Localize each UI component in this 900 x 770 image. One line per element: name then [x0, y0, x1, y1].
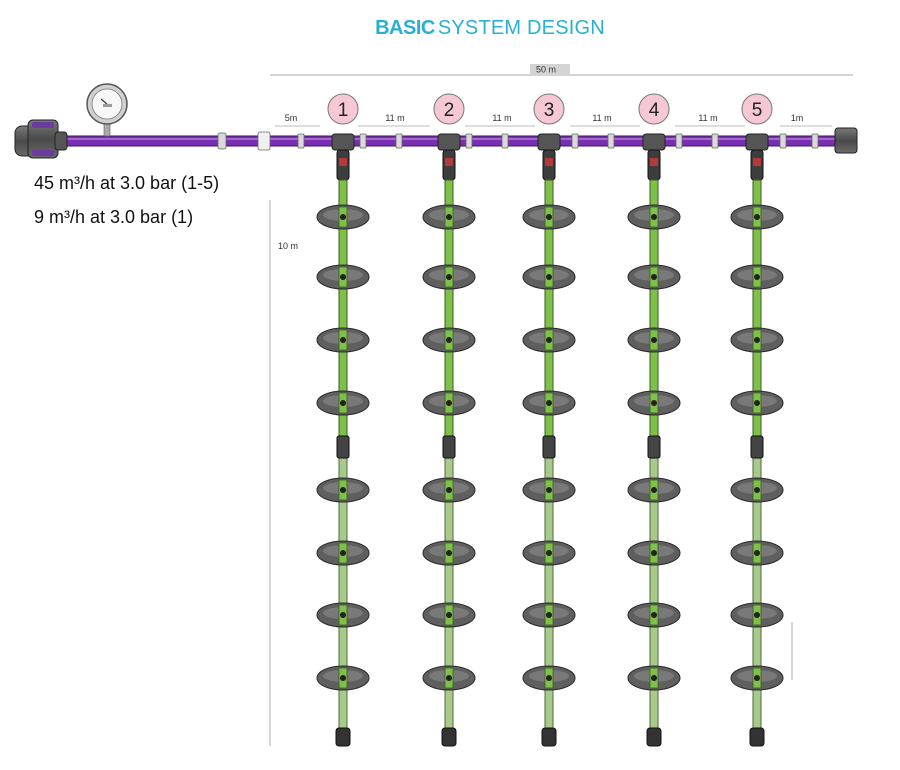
sprinkler-head-icon: [754, 274, 760, 280]
sprinkler-head-icon: [651, 487, 657, 493]
lateral-end-cap-icon: [541, 727, 557, 747]
sprinkler-head-icon: [446, 274, 452, 280]
sprinkler-head-icon: [651, 400, 657, 406]
total-dimension-label: 50 m: [536, 65, 556, 75]
sprinkler-head-icon: [651, 214, 657, 220]
valve-marker-icon: [339, 158, 347, 166]
vertical-dimension-label: 10 m: [278, 241, 298, 251]
sprinkler-head-icon: [546, 487, 552, 493]
coupling-icon: [336, 435, 350, 459]
zone-badge: 1: [327, 93, 359, 125]
vertical-dimension: 10 m: [269, 200, 793, 746]
zone-badge: 2: [433, 93, 465, 125]
segment-dimension-label: 5m: [285, 113, 298, 123]
zone-number: 3: [544, 100, 555, 121]
sprinkler-head-icon: [651, 274, 657, 280]
zone-badge: 4: [638, 93, 670, 125]
zone-number: 2: [444, 100, 455, 121]
sprinkler-head-icon: [546, 400, 552, 406]
lateral-line: [730, 133, 784, 747]
sprinkler-head-icon: [754, 337, 760, 343]
sprinkler-head-icon: [754, 400, 760, 406]
flow-rate-line-all-zones: 45 m³/h at 3.0 bar (1-5): [34, 173, 220, 193]
lateral-line: [627, 133, 681, 747]
sprinkler-head-icon: [340, 400, 346, 406]
tee-fitting-icon: [331, 133, 355, 151]
sprinkler-head-icon: [340, 675, 346, 681]
segment-dimensions: 5m 11 m 11 m 11 m 11 m 1m: [275, 113, 832, 127]
end-cap-icon: [834, 127, 858, 154]
pump-icon: [14, 119, 68, 159]
lateral-line: [316, 133, 370, 747]
sprinkler-head-icon: [340, 612, 346, 618]
segment-dimension-label: 11 m: [698, 113, 717, 123]
tee-fitting-icon: [745, 133, 769, 151]
zone-badge: 5: [741, 93, 773, 125]
title-part-system-design: SYSTEM DESIGN: [437, 17, 605, 39]
sprinkler-head-icon: [754, 675, 760, 681]
pressure-gauge-icon: [86, 83, 128, 137]
sprinkler-head-icon: [546, 274, 552, 280]
coupling-icon: [750, 435, 764, 459]
zone-badge: 3: [533, 93, 565, 125]
coupling-icon: [442, 435, 456, 459]
sprinkler-head-icon: [340, 550, 346, 556]
flow-rate-notes: 45 m³/h at 3.0 bar (1-5) 9 m³/h at 3.0 b…: [34, 166, 219, 234]
lateral-end-cap-icon: [335, 727, 351, 747]
sprinkler-head-icon: [340, 214, 346, 220]
lateral-end-cap-icon: [749, 727, 765, 747]
segment-dimension-label: 1m: [791, 113, 804, 123]
sprinkler-head-icon: [546, 337, 552, 343]
zone-number: 4: [649, 100, 660, 121]
zone-badges: 1 2 3 4 5: [327, 93, 773, 125]
segment-dimension-label: 11 m: [492, 113, 511, 123]
flow-rate-line-single-zone: 9 m³/h at 3.0 bar (1): [34, 207, 194, 227]
sprinkler-head-icon: [546, 675, 552, 681]
lateral-line: [522, 133, 576, 747]
tee-fitting-icon: [642, 133, 666, 151]
zone-number: 1: [338, 100, 349, 121]
valve-marker-icon: [650, 158, 658, 166]
coupling-icon: [542, 435, 556, 459]
sprinkler-head-icon: [340, 274, 346, 280]
sprinkler-head-icon: [754, 214, 760, 220]
segment-dimension-label: 11 m: [592, 113, 611, 123]
sprinkler-head-icon: [546, 214, 552, 220]
sprinkler-head-icon: [446, 675, 452, 681]
valve-marker-icon: [445, 158, 453, 166]
sprinkler-head-icon: [446, 214, 452, 220]
valve-marker-icon: [545, 158, 553, 166]
sprinkler-head-icon: [651, 550, 657, 556]
total-dimension: 50 m: [270, 64, 853, 76]
sprinkler-head-icon: [651, 612, 657, 618]
sprinkler-head-icon: [546, 612, 552, 618]
sprinkler-head-icon: [754, 612, 760, 618]
sprinkler-head-icon: [651, 337, 657, 343]
title-part-basic: BASIC: [375, 17, 435, 39]
sprinkler-head-icon: [754, 487, 760, 493]
sprinkler-head-icon: [651, 675, 657, 681]
sprinkler-head-icon: [446, 550, 452, 556]
sprinkler-head-icon: [446, 487, 452, 493]
lateral-lines: [316, 133, 784, 747]
segment-dimension-label: 11 m: [385, 113, 404, 123]
sprinkler-head-icon: [340, 337, 346, 343]
valve-marker-icon: [753, 158, 761, 166]
tee-fitting-icon: [537, 133, 561, 151]
sprinkler-head-icon: [340, 487, 346, 493]
sprinkler-head-icon: [446, 612, 452, 618]
sprinkler-head-icon: [446, 337, 452, 343]
tee-fitting-icon: [437, 133, 461, 151]
sprinkler-head-icon: [754, 550, 760, 556]
lateral-line: [422, 133, 476, 747]
coupling-icon: [647, 435, 661, 459]
sprinkler-head-icon: [446, 400, 452, 406]
lateral-end-cap-icon: [441, 727, 457, 747]
zone-number: 5: [752, 100, 763, 121]
sprinkler-head-icon: [546, 550, 552, 556]
lateral-end-cap-icon: [646, 727, 662, 747]
